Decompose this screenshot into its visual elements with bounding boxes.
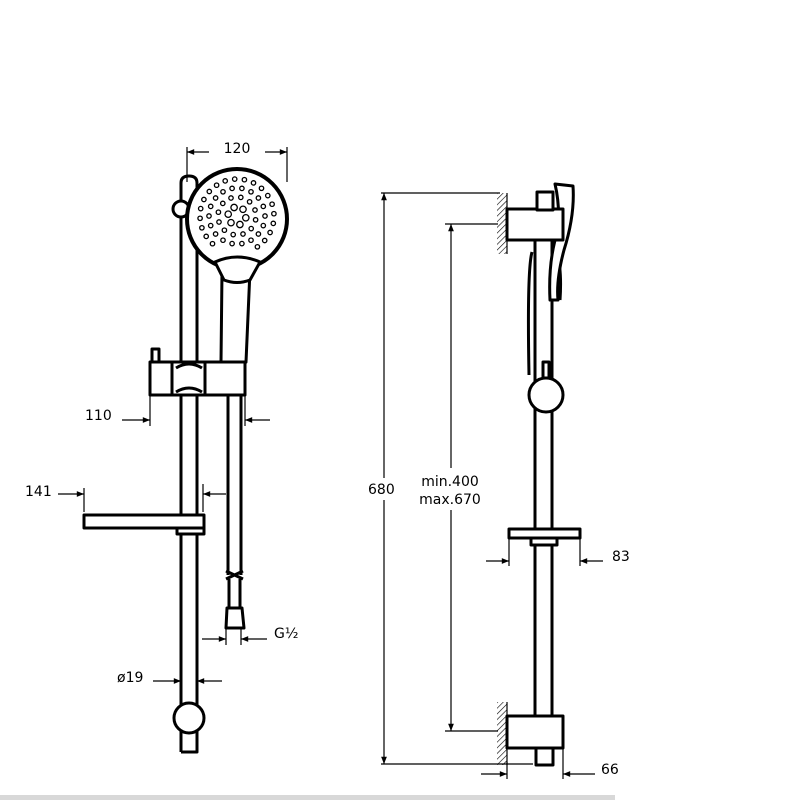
nozzle-dot [230, 231, 237, 238]
nozzle-dot [231, 176, 238, 182]
nozzle-dot [261, 237, 268, 244]
soap-dish [82, 513, 206, 530]
nozzle-dot [252, 216, 259, 223]
nozzle-dot [248, 225, 255, 232]
nozzle-dot [240, 231, 246, 237]
slider-knob [150, 347, 161, 364]
nozzle-dot [267, 229, 273, 236]
nozzle-dot [224, 210, 233, 219]
slider-pin [541, 360, 551, 380]
nozzle-dot [252, 207, 258, 213]
bracket-spacing-max-label: max.670 [419, 492, 481, 508]
dim-hose-thread: G½ [202, 626, 298, 645]
hose-thread-label: G½ [274, 626, 298, 642]
nozzle-dot [241, 176, 248, 183]
dim-slider-depth: 110 [85, 395, 270, 426]
nozzle-dot [227, 218, 235, 227]
dim-bracket-depth: 66 [481, 748, 619, 779]
nozzle-dot [239, 205, 247, 214]
nozzle-dot [270, 220, 277, 227]
shower-hose [226, 395, 243, 575]
hose-nut [224, 606, 246, 630]
nozzle-dot [255, 231, 262, 237]
nozzle-dot [197, 205, 204, 212]
front-view [82, 167, 289, 754]
slide-rail [179, 174, 199, 754]
bottom-bracket [505, 714, 565, 750]
dim-bracket-spacing: min.400 max.670 [414, 223, 498, 732]
dim-total-height: 680 [368, 192, 533, 765]
top-bracket [505, 207, 565, 242]
nozzle-dot [220, 188, 226, 195]
bottom-scrollbar [0, 795, 615, 800]
nozzle-dot [222, 178, 229, 184]
bracket-spacing-min-label: min.400 [421, 474, 479, 490]
nozzle-dot [219, 200, 226, 207]
nozzle-dot [229, 240, 235, 247]
nozzle-dot [206, 213, 212, 219]
nozzle-dot [258, 185, 265, 192]
rail-bottom-ball [172, 701, 206, 735]
nozzle-dot [255, 195, 262, 201]
nozzle-dot [260, 203, 267, 210]
nozzle-dot [239, 240, 245, 247]
nozzle-dot [246, 198, 253, 205]
side-view [497, 182, 582, 767]
nozzle-dot [201, 196, 207, 203]
dim-rail-diameter: ø19 [117, 670, 222, 686]
nozzle-dot [269, 201, 275, 208]
nozzle-dot [212, 195, 219, 201]
dim-soap-dish-width: 83 [486, 538, 630, 566]
nozzle-dot [230, 203, 238, 212]
nozzle-dot [213, 182, 220, 189]
bracket-depth-label: 66 [601, 762, 619, 778]
slider-ball [527, 376, 565, 414]
head-width-label: 120 [224, 141, 251, 157]
nozzle-dot [239, 185, 245, 192]
nozzle-dot [237, 194, 244, 201]
nozzle-dot [260, 222, 267, 229]
nozzle-dot [264, 192, 271, 199]
head-neck [213, 255, 262, 284]
nozzle-dot [220, 237, 226, 244]
slide-rail-side [533, 236, 554, 720]
nozzle-dot [209, 240, 216, 247]
nozzle-dot [241, 213, 250, 222]
nozzle-dot [197, 215, 203, 222]
dim-soap-dish-depth: 141 [25, 484, 226, 512]
soap-dish-depth-label: 141 [25, 484, 52, 500]
nozzle-dot [250, 180, 257, 186]
nozzle-dot [236, 220, 244, 229]
nozzle-dot [203, 233, 210, 240]
nozzle-dot [207, 203, 214, 210]
nozzle-dot [248, 188, 254, 195]
nozzle-dot [228, 195, 234, 201]
nozzle-dot [206, 188, 213, 195]
nozzle-dot [248, 237, 254, 244]
nozzle-dot [271, 210, 277, 217]
total-height-label: 680 [368, 482, 395, 498]
wall-bottom-hatch [497, 702, 507, 765]
dim-head-width: 120 [186, 141, 288, 182]
nozzle-dot [229, 185, 235, 192]
slider-depth-label: 110 [85, 408, 112, 424]
wall-top-hatch [497, 193, 507, 254]
soap-dish-width-label: 83 [612, 549, 630, 565]
nozzle-dot [216, 219, 222, 225]
rail-diameter-label: ø19 [117, 670, 143, 686]
nozzle-dot [221, 227, 228, 234]
nozzle-dot [262, 213, 268, 219]
nozzle-dot [207, 222, 214, 229]
nozzle-dot [254, 243, 261, 250]
nozzle-dot [199, 224, 205, 231]
nozzle-dot [212, 231, 219, 237]
nozzle-dot [215, 209, 222, 216]
spray-nozzles [197, 176, 277, 250]
